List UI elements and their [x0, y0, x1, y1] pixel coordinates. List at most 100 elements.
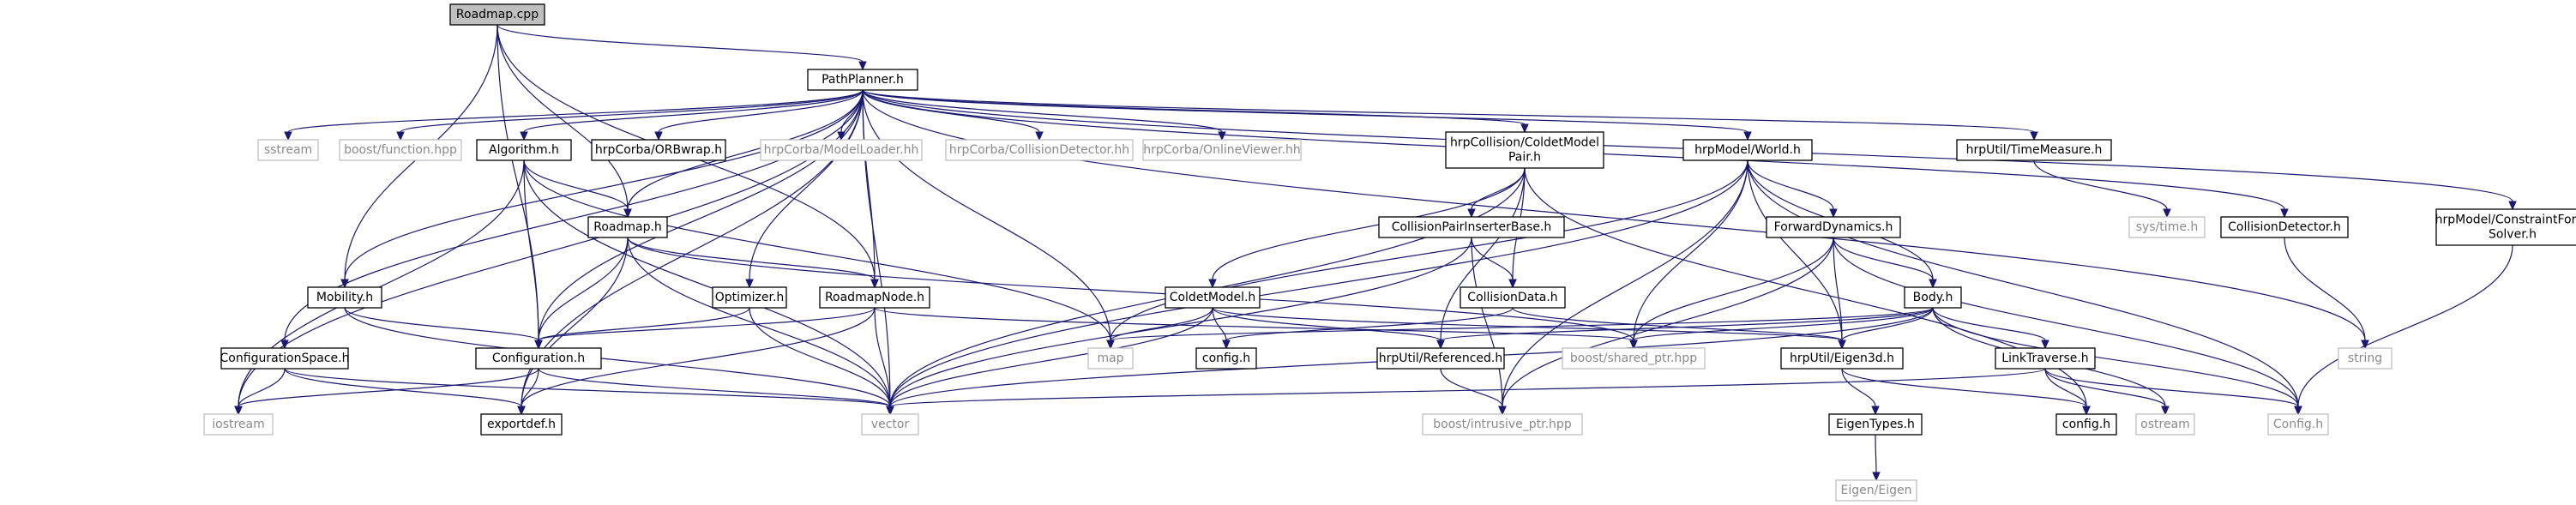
edge-line: [862, 89, 1526, 125]
node-linktraverse[interactable]: LinkTraverse.h: [1995, 347, 2096, 370]
edge-optimizer-to-configuration: [534, 307, 750, 350]
node-box: [1682, 139, 1813, 161]
edge-line: [1875, 434, 1877, 473]
node-world[interactable]: hrpModel/World.h: [1682, 139, 1813, 161]
edge-pathplanner-to-sstream: [284, 89, 864, 141]
edge-line: [400, 89, 864, 133]
edge-forwarddyn-to-shared_ptr: [1629, 237, 1834, 350]
edge-line: [2044, 368, 2087, 407]
edge-line: [1471, 167, 1526, 210]
node-collisiondata[interactable]: CollisionData.h: [1460, 286, 1566, 309]
edge-line: [523, 159, 539, 341]
node-map: map: [1087, 347, 1134, 370]
edge-arrowhead: [280, 340, 289, 350]
edge-line: [862, 89, 876, 280]
edge-line: [523, 159, 1111, 341]
edge-mobility-to-vector: [344, 307, 894, 416]
edge-line: [284, 368, 891, 407]
edge-world-to-shared_ptr: [1629, 159, 1748, 350]
node-configspace[interactable]: ConfigurationSpace.h: [220, 347, 350, 370]
node-systime: sys/time.h: [2128, 216, 2206, 238]
node-eigentypes[interactable]: EigenTypes.h: [1828, 413, 1923, 436]
edge-arrowhead: [1035, 131, 1044, 141]
node-string: string: [2338, 347, 2392, 370]
node-vector: vector: [861, 413, 919, 436]
edge-pathplanner-to-optimizer: [745, 89, 864, 289]
edge-eigen3d-to-config_h2: [1841, 368, 2091, 416]
node-roadmap_cpp[interactable]: Roadmap.cpp: [449, 3, 545, 26]
node-referenced[interactable]: hrpUtil/Referenced.h: [1376, 347, 1505, 370]
node-label: hrpCorba/ModelLoader.hh: [764, 143, 919, 157]
node-label: vector: [871, 418, 910, 431]
edge-line: [862, 89, 1748, 133]
node-label: Roadmap.cpp: [456, 8, 539, 21]
edge-pathplanner-to-vector: [862, 89, 894, 416]
node-box: [1995, 347, 2096, 370]
edge-line: [1833, 237, 2299, 407]
node-label: config.h: [2062, 418, 2110, 431]
node-eigen_eigen: Eigen/Eigen: [1835, 479, 1917, 502]
node-algorithm[interactable]: Algorithm.h: [476, 139, 572, 161]
edge-body-to-config_cap: [1932, 307, 2302, 416]
edge-line: [627, 237, 876, 280]
node-configuration[interactable]: Configuration.h: [475, 347, 602, 370]
node-label: CollisionPairInserterBase.h: [1392, 220, 1552, 234]
edge-forwarddyn-to-body: [1833, 237, 1937, 289]
edge-line: [1841, 368, 1876, 407]
node-label: Pair.h: [1508, 151, 1541, 165]
edge-line: [1502, 159, 1748, 407]
node-roadmapnode[interactable]: RoadmapNode.h: [819, 286, 930, 309]
edge-line: [523, 159, 629, 210]
node-modelloader: hrpCorba/ModelLoader.hh: [760, 139, 923, 161]
node-label: iostream: [212, 418, 265, 431]
edge-arrowhead: [1222, 340, 1231, 350]
node-label: hrpModel/ConstraintForce: [2435, 213, 2576, 227]
edge-line: [1440, 307, 1934, 341]
edge-coldetpair-to-config_h2: [1524, 167, 2091, 416]
edge-arrowhead: [1520, 123, 1529, 134]
edge-line: [1212, 167, 1526, 280]
node-eigen3d[interactable]: hrpUtil/Eigen3d.h: [1780, 347, 1904, 370]
node-roadmap_h[interactable]: Roadmap.h: [587, 216, 668, 238]
edge-configspace-to-iostream: [234, 368, 286, 416]
node-mobility[interactable]: Mobility.h: [307, 286, 382, 309]
node-orbwrap[interactable]: hrpCorba/ORBwrap.h: [591, 139, 726, 161]
edge-pathplanner-to-world: [862, 89, 1752, 141]
node-coldetmodel[interactable]: ColdetModel.h: [1165, 286, 1261, 309]
node-timemeasure[interactable]: hrpUtil/TimeMeasure.h: [1956, 139, 2112, 161]
node-label: config.h: [1202, 352, 1250, 365]
edge-line: [862, 89, 1111, 341]
node-exportdef[interactable]: exportdef.h: [480, 413, 563, 436]
node-box: [2338, 347, 2392, 370]
edge-mobility-to-configuration: [344, 307, 543, 350]
node-label: map: [1097, 352, 1123, 365]
edge-coldetpair-to-pairinserter: [1467, 167, 1526, 219]
node-box: [1087, 347, 1134, 370]
edge-referenced-to-intrusive_ptr: [1440, 368, 1507, 416]
node-config_h2[interactable]: config.h: [2055, 413, 2117, 436]
edge-line: [862, 89, 1223, 133]
node-body[interactable]: Body.h: [1904, 286, 1962, 309]
node-label: CollisionData.h: [1467, 291, 1557, 304]
node-forwarddyn[interactable]: ForwardDynamics.h: [1766, 216, 1901, 238]
edge-line: [538, 89, 864, 341]
edge-roadmap_h-to-exportdef: [517, 237, 629, 416]
node-colldet_h[interactable]: CollisionDetector.h: [2220, 216, 2349, 238]
node-shared_ptr: boost/shared_ptr.hpp: [1562, 347, 1706, 370]
edge-arrowhead: [623, 208, 632, 219]
edge-line: [627, 237, 1634, 341]
edge-body-to-linktraverse: [1932, 307, 2049, 350]
edge-world-to-eigen3d: [1747, 159, 1846, 350]
edge-line: [538, 307, 750, 341]
node-pairinserter[interactable]: CollisionPairInserterBase.h: [1378, 216, 1565, 238]
node-ostream: ostream: [2135, 413, 2195, 436]
node-config_low[interactable]: config.h: [1195, 347, 1257, 370]
node-label: hrpUtil/TimeMeasure.h: [1966, 143, 2103, 157]
node-optimizer[interactable]: Optimizer.h: [712, 286, 787, 309]
node-label: Configuration.h: [492, 352, 585, 365]
edge-line: [284, 368, 522, 407]
node-box: [1956, 139, 2112, 161]
node-pathplanner[interactable]: PathPlanner.h: [807, 69, 918, 91]
